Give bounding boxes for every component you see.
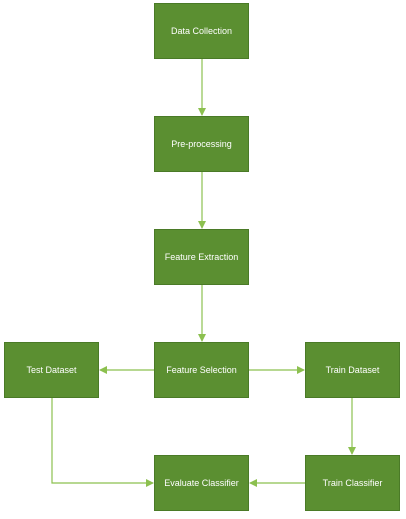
node-feature-selection: Feature Selection [154,342,249,398]
node-label: Pre-processing [171,138,232,149]
node-label: Feature Selection [166,364,237,375]
node-pre-processing: Pre-processing [154,116,249,172]
node-test-dataset: Test Dataset [4,342,99,398]
node-feature-extraction: Feature Extraction [154,229,249,285]
edge-test-dataset-to-evaluate-classifier [51,398,154,487]
node-label: Data Collection [170,25,233,36]
node-label: Train Classifier [322,477,383,488]
node-data-collection: Data Collection [154,3,249,59]
node-evaluate-classifier: Evaluate Classifier [154,455,249,511]
node-train-dataset: Train Dataset [305,342,400,398]
node-label: Test Dataset [26,364,77,375]
node-label: Evaluate Classifier [164,477,239,488]
node-label: Feature Extraction [164,251,239,262]
node-train-classifier: Train Classifier [305,455,400,511]
node-label: Train Dataset [325,364,380,375]
